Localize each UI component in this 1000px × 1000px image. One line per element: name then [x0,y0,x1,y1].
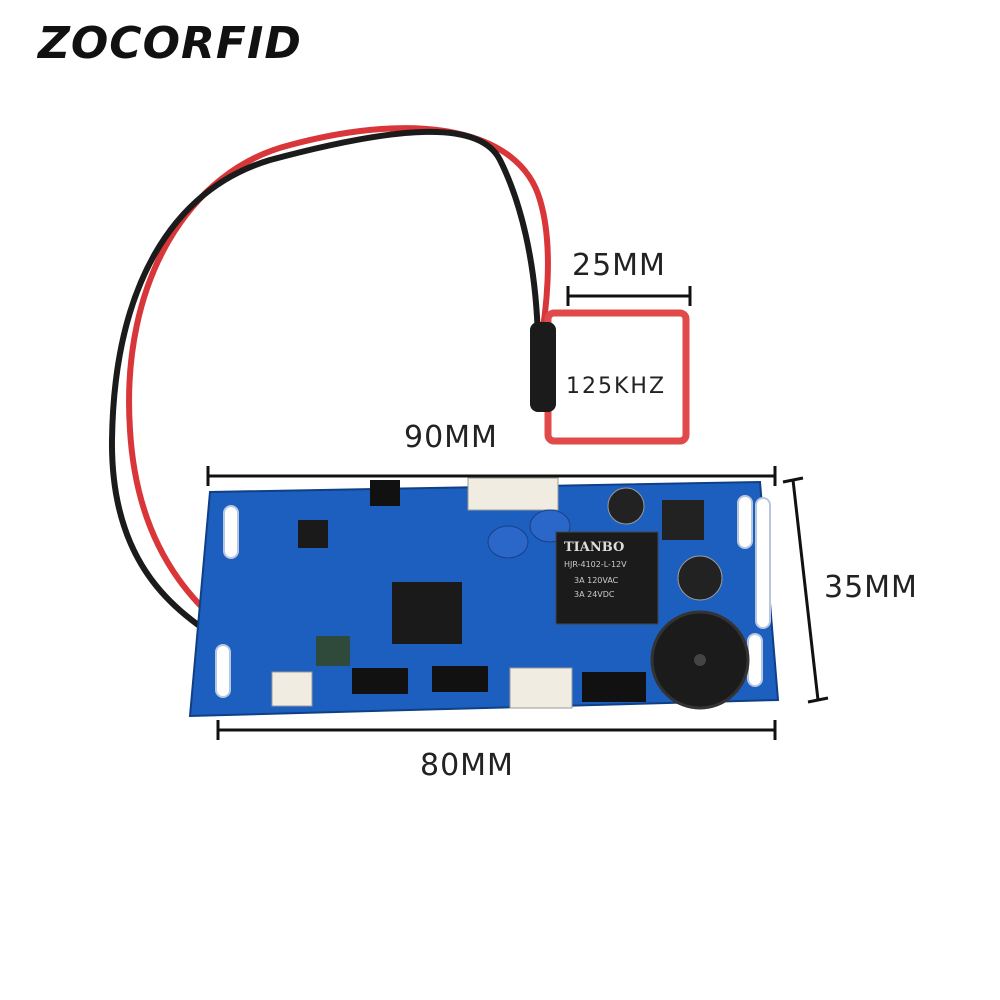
dimension-line-35mm [791,479,820,701]
coil-frequency-label: 125KHZ [566,374,667,399]
coil-heatshrink [530,322,556,412]
relay-model: HJR-4102-L-12V [564,560,627,569]
coil-width-label: 25MM [572,248,666,283]
jumper-top [370,480,400,506]
board-height-label: 35MM [824,570,918,605]
voltage-regulator [662,500,704,540]
eeprom-chip [298,520,328,548]
brand-logo-text: ZOCORFID [38,18,302,69]
bottom-connector [509,667,573,709]
black-wire [108,128,541,685]
blue-capacitor-1 [487,525,529,559]
electrolytic-capacitor-2 [677,555,723,601]
jumper-2 [432,666,488,692]
relay-rating-dc: 3A 24VDC [574,590,615,599]
jumper-1 [352,668,408,694]
board-length-bottom-label: 80MM [420,748,514,783]
wire-connector [271,671,313,707]
microcontroller-chip [392,582,462,644]
relay [555,531,659,625]
pin-header [582,672,646,702]
green-component [316,636,350,666]
relay-brand: TIANBO [564,540,625,555]
board-length-top-label: 90MM [404,420,498,455]
top-connector [467,477,559,511]
red-wire [126,125,551,685]
mounting-slots [215,495,771,698]
relay-rating-ac: 3A 120VAC [574,576,619,585]
electrolytic-capacitor-1 [607,487,645,525]
